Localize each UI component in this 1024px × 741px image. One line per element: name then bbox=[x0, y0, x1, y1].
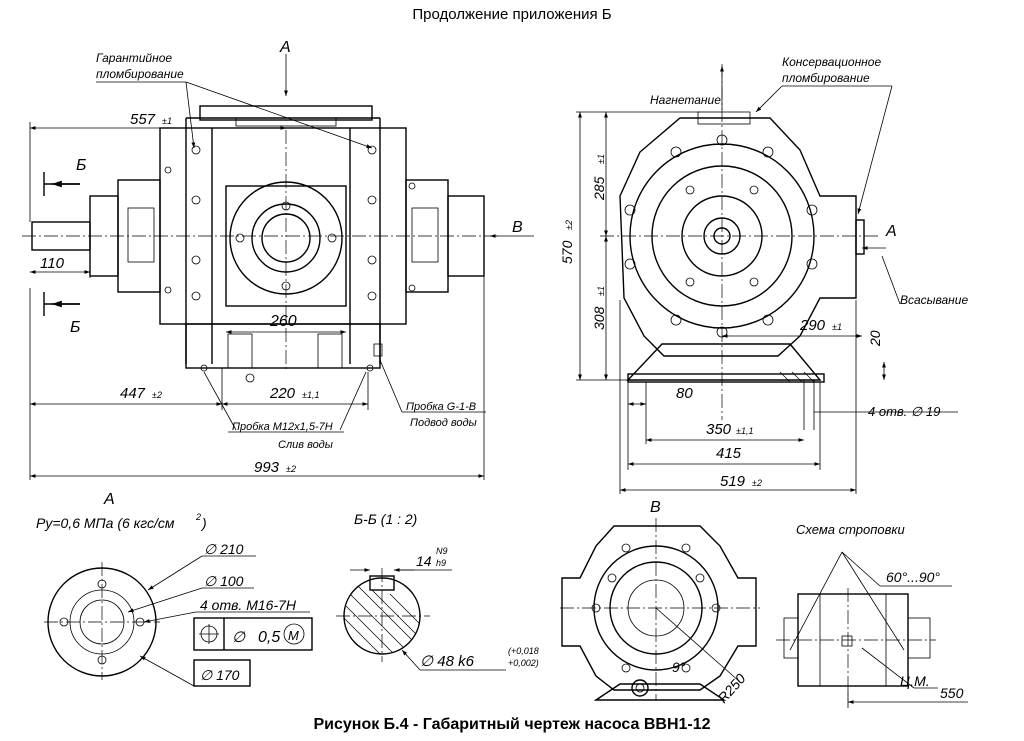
view-b-angle: 9° bbox=[672, 659, 686, 675]
plug-m12: Пробка М12х1,5-7Н bbox=[232, 421, 333, 433]
dim-519: 519 bbox=[720, 473, 746, 490]
shaft-lower: +0,002) bbox=[508, 658, 539, 668]
dim-285: 285 bbox=[591, 176, 607, 201]
view-a: А Ру=0,6 МПа (6 кгс/см 2 ) ∅ 210 ∅ 100 4… bbox=[36, 491, 313, 687]
suction-label: Всасывание bbox=[900, 293, 968, 307]
section-title: Б-Б (1 : 2) bbox=[354, 511, 417, 527]
front-view: А Б Б В Гарантийное пломбирование 557 ±1 bbox=[22, 39, 534, 480]
drain-note: Слив воды bbox=[278, 439, 333, 451]
tol-symbol: ∅ bbox=[232, 629, 246, 646]
dim-557: 557 bbox=[130, 111, 156, 128]
cons-seal-line1: Консервационное bbox=[782, 55, 881, 69]
dim-350: 350 bbox=[706, 421, 732, 438]
view-b: В 9° R250 bbox=[560, 499, 760, 706]
side-label-a: А bbox=[885, 223, 897, 240]
section-mark-top: Б bbox=[76, 157, 86, 174]
front-label-a: А bbox=[279, 39, 291, 56]
dim-415: 415 bbox=[716, 445, 742, 462]
shaft-upper: (+0,018 bbox=[508, 646, 539, 656]
seal-note-line1: Гарантийное bbox=[96, 51, 172, 65]
dim-220: 220 bbox=[269, 385, 296, 402]
dim-557-tol: ±1 bbox=[162, 116, 172, 126]
dim-260: 260 bbox=[269, 313, 297, 330]
view-b-title: В bbox=[650, 499, 661, 516]
view-a-holes: 4 отв. М16-7Н bbox=[200, 597, 297, 613]
sling-title: Схема строповки bbox=[796, 522, 905, 537]
dim-110: 110 bbox=[40, 255, 65, 272]
key-lower: h9 bbox=[436, 558, 446, 568]
dim-20: 20 bbox=[867, 330, 883, 347]
view-a-title: А bbox=[103, 491, 115, 508]
dim-350-tol: ±1,1 bbox=[736, 426, 753, 436]
key-upper: N9 bbox=[436, 546, 448, 556]
front-label-v: В bbox=[512, 219, 523, 236]
dim-993-tol: ±2 bbox=[286, 464, 296, 474]
dim-570-tol: ±2 bbox=[564, 220, 574, 230]
side-holes: 4 отв. ∅ 19 bbox=[868, 404, 940, 419]
dim-290-tol: ±1 bbox=[832, 322, 842, 332]
view-a-d210: ∅ 210 bbox=[204, 541, 244, 557]
sling-dim-550: 550 bbox=[940, 685, 964, 701]
sling-angle: 60°...90° bbox=[886, 569, 940, 585]
dim-993: 993 bbox=[254, 459, 280, 476]
dim-447-tol: ±2 bbox=[152, 390, 162, 400]
pressure-note: Ру=0,6 МПа (6 кгс/см bbox=[36, 515, 175, 531]
section-mark-bottom: Б bbox=[70, 319, 80, 336]
sheet-header: Продолжение приложения Б bbox=[412, 6, 612, 23]
dim-570: 570 bbox=[559, 240, 575, 264]
dim-290: 290 bbox=[799, 317, 826, 334]
dim-519-tol: ±2 bbox=[752, 478, 762, 488]
section-bb: Б-Б (1 : 2) 14 N9 h9 ∅ 48 k6 bbox=[336, 511, 539, 671]
dim-447: 447 bbox=[120, 385, 146, 402]
dim-285-tol: ±1 bbox=[596, 154, 606, 164]
discharge-label: Нагнетание bbox=[650, 93, 721, 107]
view-a-d100: ∅ 100 bbox=[204, 573, 244, 589]
sling-scheme: Схема строповки 60°...90° Ц.М. 550 bbox=[776, 522, 968, 708]
key-width: 14 bbox=[416, 553, 432, 569]
center-mass: Ц.М. bbox=[900, 673, 930, 689]
plug-g1: Пробка G-1-В bbox=[406, 401, 476, 413]
pressure-end: ) bbox=[200, 515, 207, 531]
tol-modifier: M bbox=[288, 628, 299, 643]
shaft-diameter: ∅ 48 k6 bbox=[420, 653, 475, 670]
figure-caption: Рисунок Б.4 - Габаритный чертеж насоса В… bbox=[313, 716, 711, 733]
view-a-d170: ∅ 170 bbox=[200, 667, 240, 683]
pressure-sup: 2 bbox=[195, 512, 201, 522]
dim-80: 80 bbox=[676, 385, 693, 402]
cons-seal-line2: пломбирование bbox=[782, 71, 870, 85]
water-in-note: Подвод воды bbox=[410, 417, 477, 429]
dim-308-tol: ±1 bbox=[596, 286, 606, 296]
dim-308: 308 bbox=[591, 306, 607, 330]
side-view: А Нагнетание Консервационное пломбирован… bbox=[559, 55, 968, 494]
tol-value: 0,5 bbox=[258, 629, 280, 646]
dim-220-tol: ±1,1 bbox=[302, 390, 319, 400]
seal-note-line2: пломбирование bbox=[96, 67, 184, 81]
